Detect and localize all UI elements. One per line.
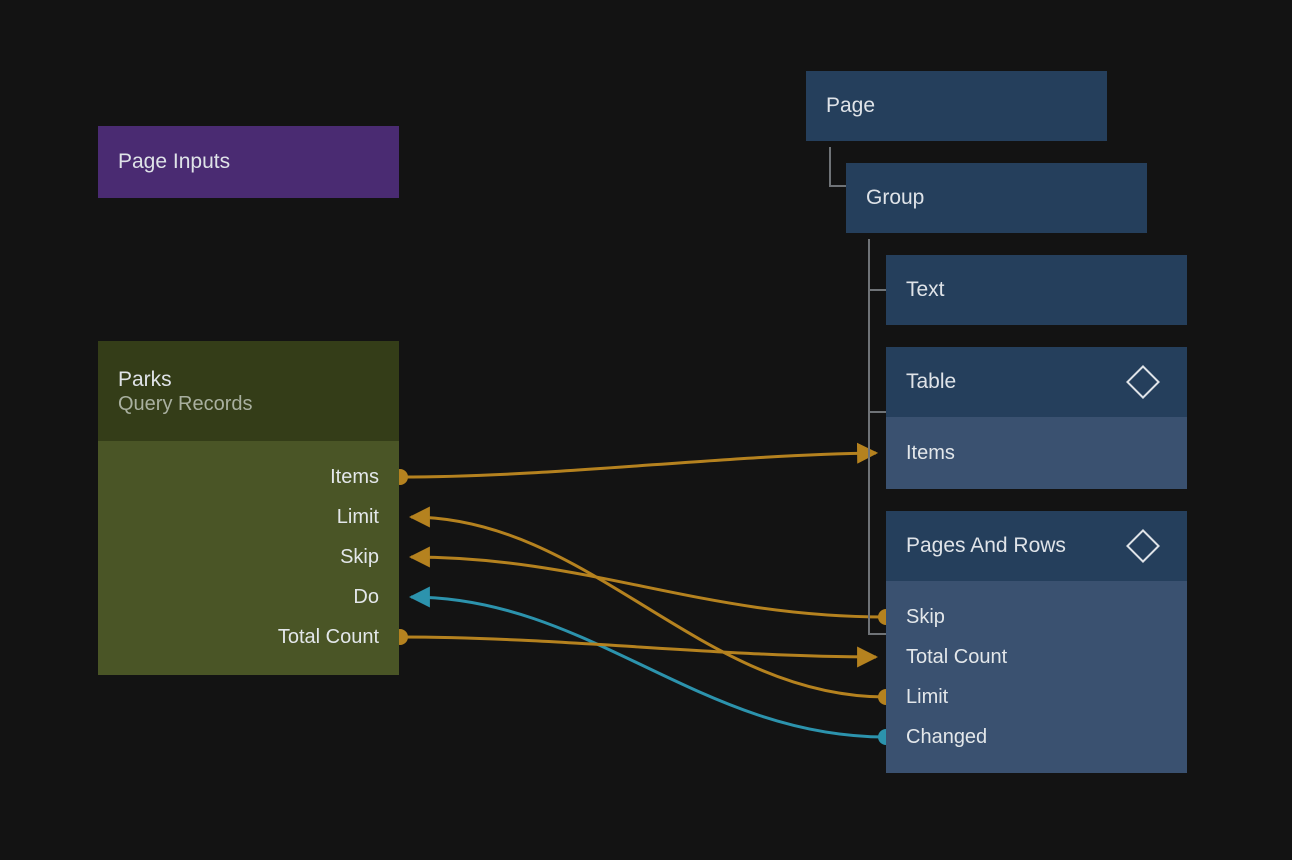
edge-parks-totalcount-to-pagesandrows-totalcount (392, 629, 879, 668)
edge-parks-items-to-table-items (392, 442, 879, 485)
group-title: Group (866, 185, 925, 209)
port-pnr-limit[interactable]: Limit (906, 685, 949, 708)
node-page-inputs[interactable]: Page Inputs (98, 126, 399, 198)
pages-and-rows-ports: Skip Total Count Limit Changed (886, 581, 1187, 773)
edge-pagesandrows-changed-to-parks-do (408, 586, 894, 745)
pages-and-rows-header[interactable]: Pages And Rows (886, 511, 1187, 581)
pages-and-rows-title: Pages And Rows (906, 533, 1066, 557)
port-pnr-total-count[interactable]: Total Count (906, 645, 1008, 668)
text-header[interactable]: Text (886, 255, 1187, 325)
node-group[interactable]: Group (846, 163, 1147, 233)
port-table-items[interactable]: Items (906, 441, 955, 464)
diamond-icon (1126, 529, 1160, 563)
page-inputs-header[interactable]: Page Inputs (98, 126, 399, 198)
table-title: Table (906, 369, 957, 393)
parks-subtitle: Query Records (118, 392, 253, 415)
parks-header[interactable]: Parks Query Records (98, 341, 399, 441)
page-header[interactable]: Page (806, 71, 1107, 141)
node-pages-and-rows[interactable]: Pages And Rows Skip Total Count Limit Ch… (886, 511, 1187, 773)
edge-pagesandrows-limit-to-parks-limit (408, 506, 894, 705)
port-pnr-changed[interactable]: Changed (906, 725, 988, 748)
parks-ports: Items Limit Skip Do Total Count (98, 441, 399, 675)
port-parks-do[interactable]: Do (353, 585, 379, 608)
port-parks-limit[interactable]: Limit (336, 505, 379, 528)
node-table[interactable]: Table Items (886, 347, 1187, 489)
table-header[interactable]: Table (886, 347, 1187, 417)
diamond-icon (1126, 365, 1160, 399)
port-pnr-skip[interactable]: Skip (906, 605, 945, 628)
node-page[interactable]: Page (806, 71, 1107, 141)
port-parks-skip[interactable]: Skip (340, 545, 379, 568)
port-parks-total-count[interactable]: Total Count (277, 625, 379, 648)
parks-title: Parks (118, 367, 172, 391)
node-text[interactable]: Text (886, 255, 1187, 325)
text-title: Text (906, 277, 945, 301)
node-parks[interactable]: Parks Query Records Items Limit Skip Do … (98, 341, 399, 675)
page-title: Page (826, 93, 876, 117)
port-parks-items[interactable]: Items (330, 465, 379, 488)
page-inputs-title: Page Inputs (118, 149, 231, 173)
group-header[interactable]: Group (846, 163, 1147, 233)
table-ports: Items (886, 417, 1187, 489)
edge-pagesandrows-skip-to-parks-skip (408, 546, 894, 625)
